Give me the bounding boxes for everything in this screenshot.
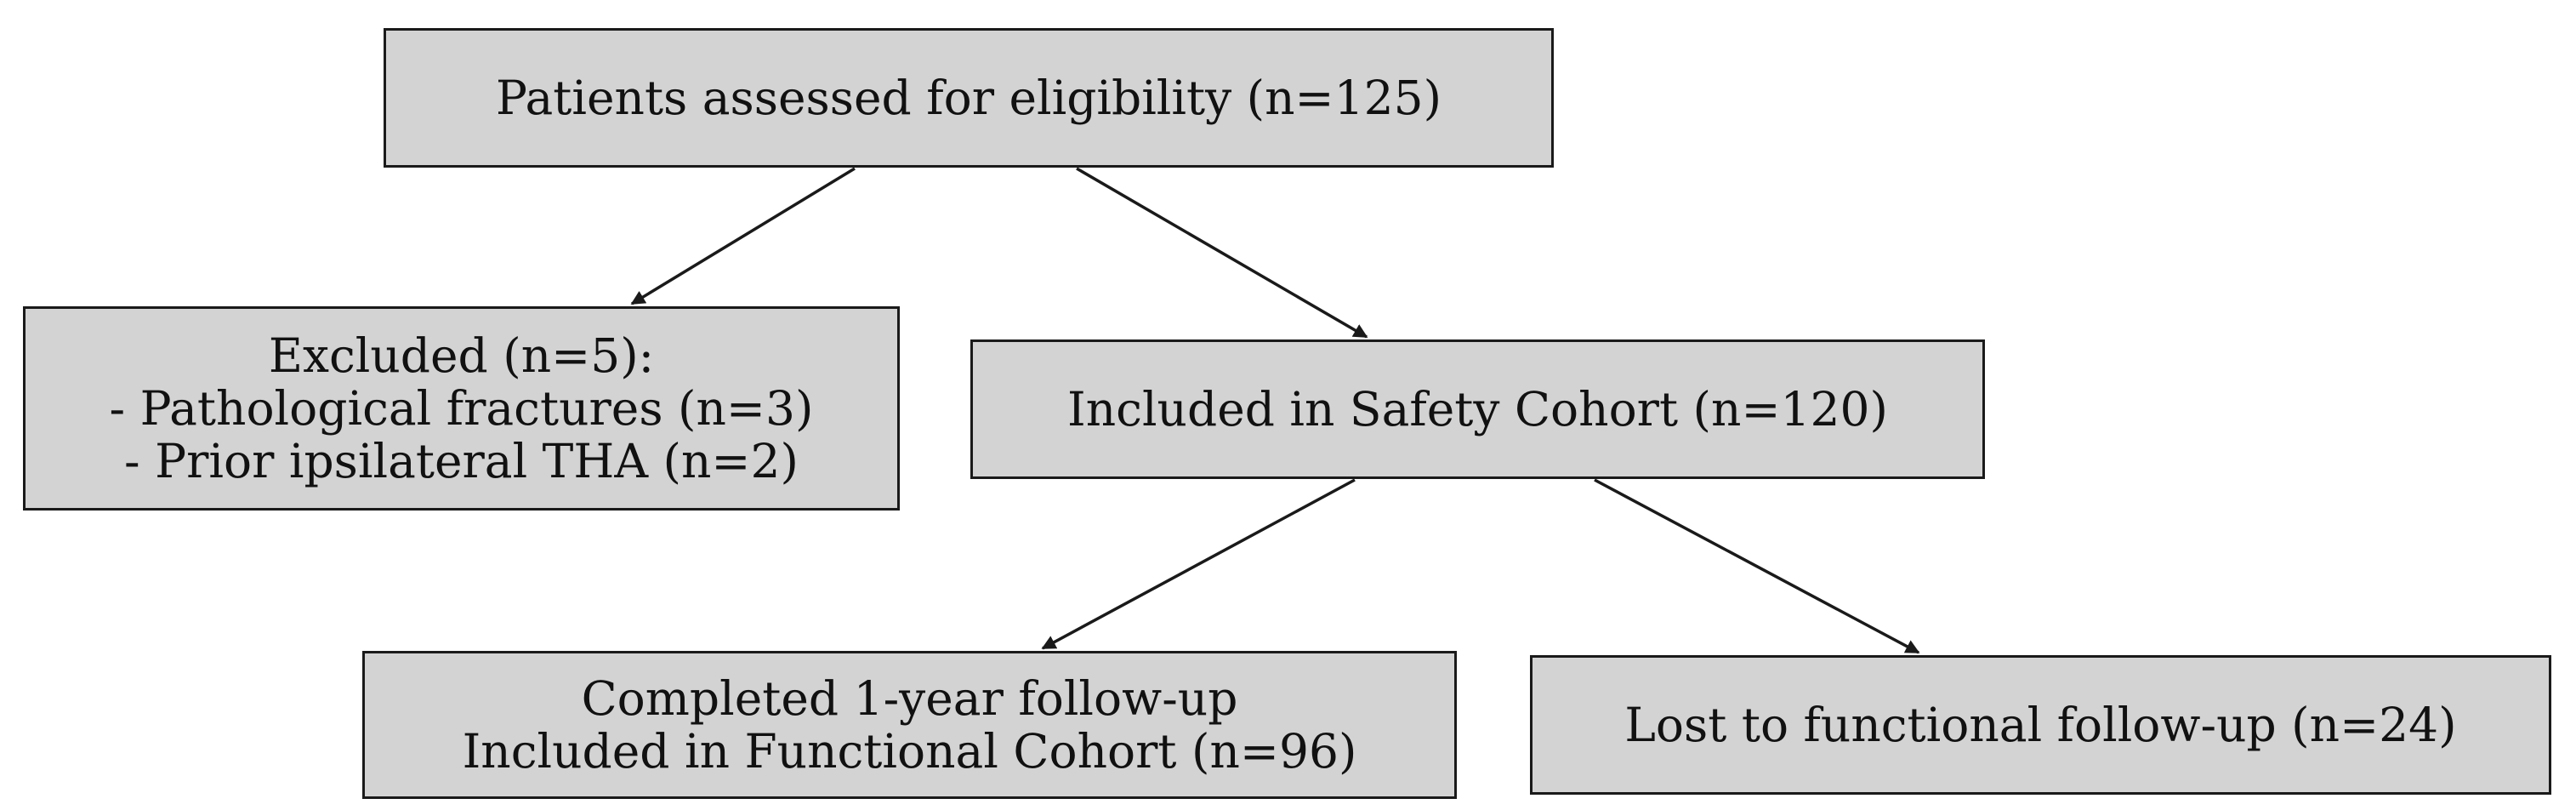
lost-to-followup-text: Lost to functional follow-up (n=24): [1624, 698, 2457, 752]
excluded-box: Excluded (n=5): - Pathological fractures…: [23, 306, 900, 511]
safety-cohort-text: Included in Safety Cohort (n=120): [1067, 382, 1888, 436]
completed-followup-text: Completed 1-year follow-up: [581, 671, 1238, 726]
edge-safety-to-completed: [1041, 478, 1356, 650]
safety-cohort-box: Included in Safety Cohort (n=120): [970, 339, 1985, 479]
assessed-for-eligibility-box: Patients assessed for eligibility (n=125…: [384, 28, 1554, 168]
assessed-box-text: Patients assessed for eligibility (n=125…: [495, 71, 1442, 125]
lost-to-followup-box: Lost to functional follow-up (n=24): [1530, 655, 2551, 795]
functional-cohort-text: Included in Functional Cohort (n=96): [462, 724, 1357, 779]
edge-safety-to-lost: [1594, 478, 1920, 654]
excluded-reason-pathological-fractures: - Pathological fractures (n=3): [109, 381, 814, 436]
edge-assessed-to-safety: [1076, 167, 1368, 339]
excluded-box-title: Excluded (n=5):: [268, 328, 655, 383]
edge-assessed-to-excluded: [630, 167, 856, 305]
excluded-reason-prior-tha: - Prior ipsilateral THA (n=2): [124, 434, 799, 488]
functional-cohort-box: Completed 1-year follow-up Included in F…: [362, 651, 1457, 799]
